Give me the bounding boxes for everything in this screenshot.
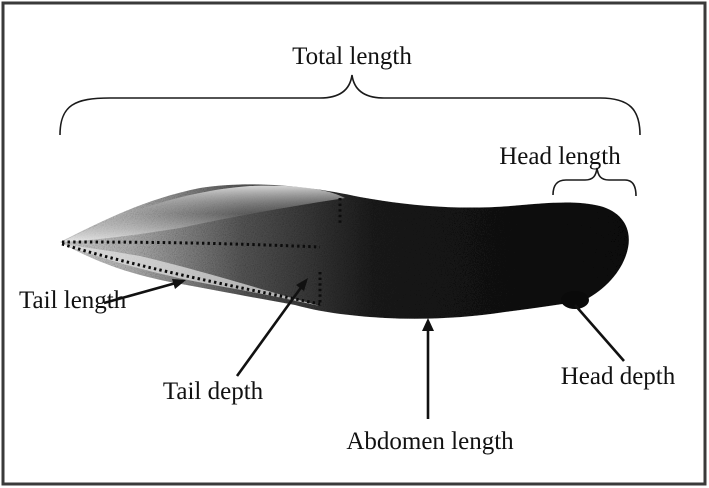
tail-length-label: Tail length bbox=[19, 287, 127, 314]
total-length-label: Total length bbox=[292, 43, 412, 70]
tail-depth-label: Tail depth bbox=[163, 378, 264, 405]
abdomen-length-label: Abdomen length bbox=[346, 428, 514, 455]
head-length-label: Head length bbox=[499, 143, 621, 170]
head-depth-label: Head depth bbox=[561, 363, 676, 390]
